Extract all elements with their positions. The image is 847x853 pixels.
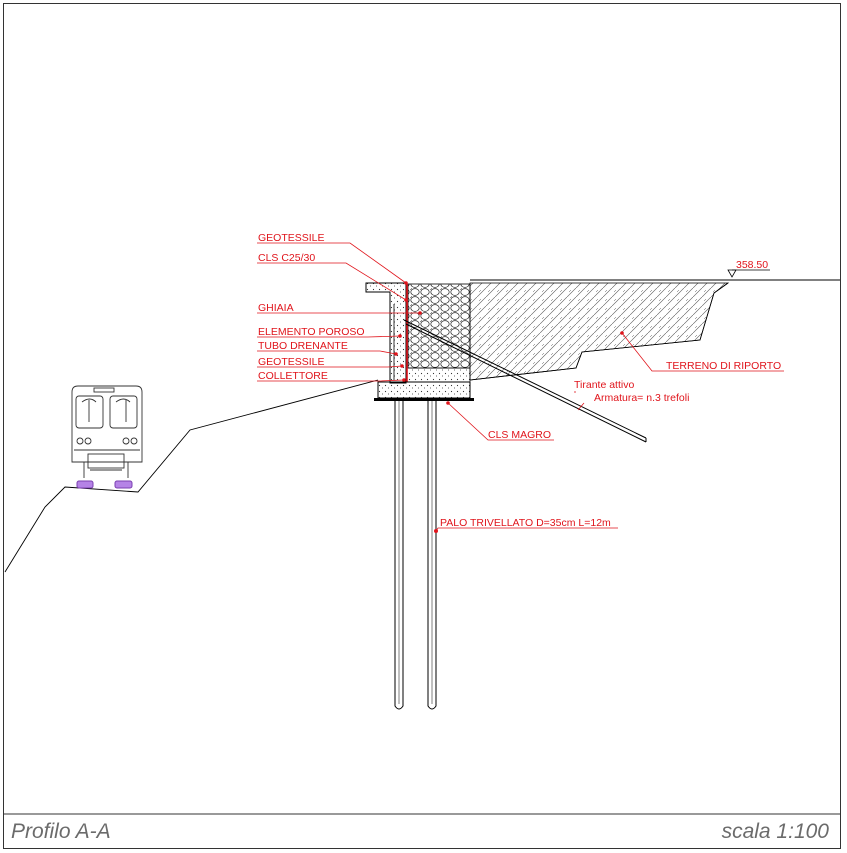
label-terreno: TERRENO DI RIPORTO bbox=[666, 360, 781, 372]
label-armatura: Armatura= n.3 trefoli bbox=[594, 392, 689, 404]
lean-concrete bbox=[374, 398, 474, 401]
train-icon bbox=[71, 385, 143, 478]
drawing-title: Profilo A-A bbox=[11, 820, 111, 843]
label-cls: CLS C25/30 bbox=[258, 252, 315, 264]
label-cls-magro: CLS MAGRO bbox=[488, 429, 551, 441]
label-elemento-poroso: ELEMENTO POROSO bbox=[258, 326, 365, 338]
drawing-scale: scala 1:100 bbox=[722, 820, 830, 843]
ground-line bbox=[4, 379, 379, 573]
gravel-drain bbox=[407, 283, 471, 369]
fill-boundary-step bbox=[469, 282, 729, 381]
bored-pile-right bbox=[427, 401, 437, 710]
label-collettore: COLLETTORE bbox=[258, 370, 328, 382]
rail-left bbox=[76, 480, 94, 489]
label-geotessile-bottom: GEOTESSILE bbox=[258, 356, 325, 368]
gravel-base-layer bbox=[405, 367, 471, 383]
sheet-border bbox=[3, 3, 841, 849]
foundation-footing bbox=[377, 381, 471, 399]
label-ghiaia: GHIAIA bbox=[258, 302, 294, 314]
label-palo: PALO TRIVELLATO D=35cm L=12m bbox=[440, 517, 611, 529]
label-geotessile-top: GEOTESSILE bbox=[258, 232, 325, 244]
rail-right bbox=[114, 480, 133, 489]
label-tirante: Tirante attivo bbox=[574, 379, 634, 391]
tieback-anchor bbox=[403, 319, 647, 443]
elevation-marker bbox=[727, 269, 770, 278]
retaining-wall bbox=[365, 282, 407, 384]
bored-pile-left bbox=[394, 401, 404, 710]
label-tubo-drenante: TUBO DRENANTE bbox=[258, 340, 348, 352]
elevation-label: 358.50 bbox=[736, 259, 768, 271]
annotation-dots bbox=[394, 281, 624, 533]
